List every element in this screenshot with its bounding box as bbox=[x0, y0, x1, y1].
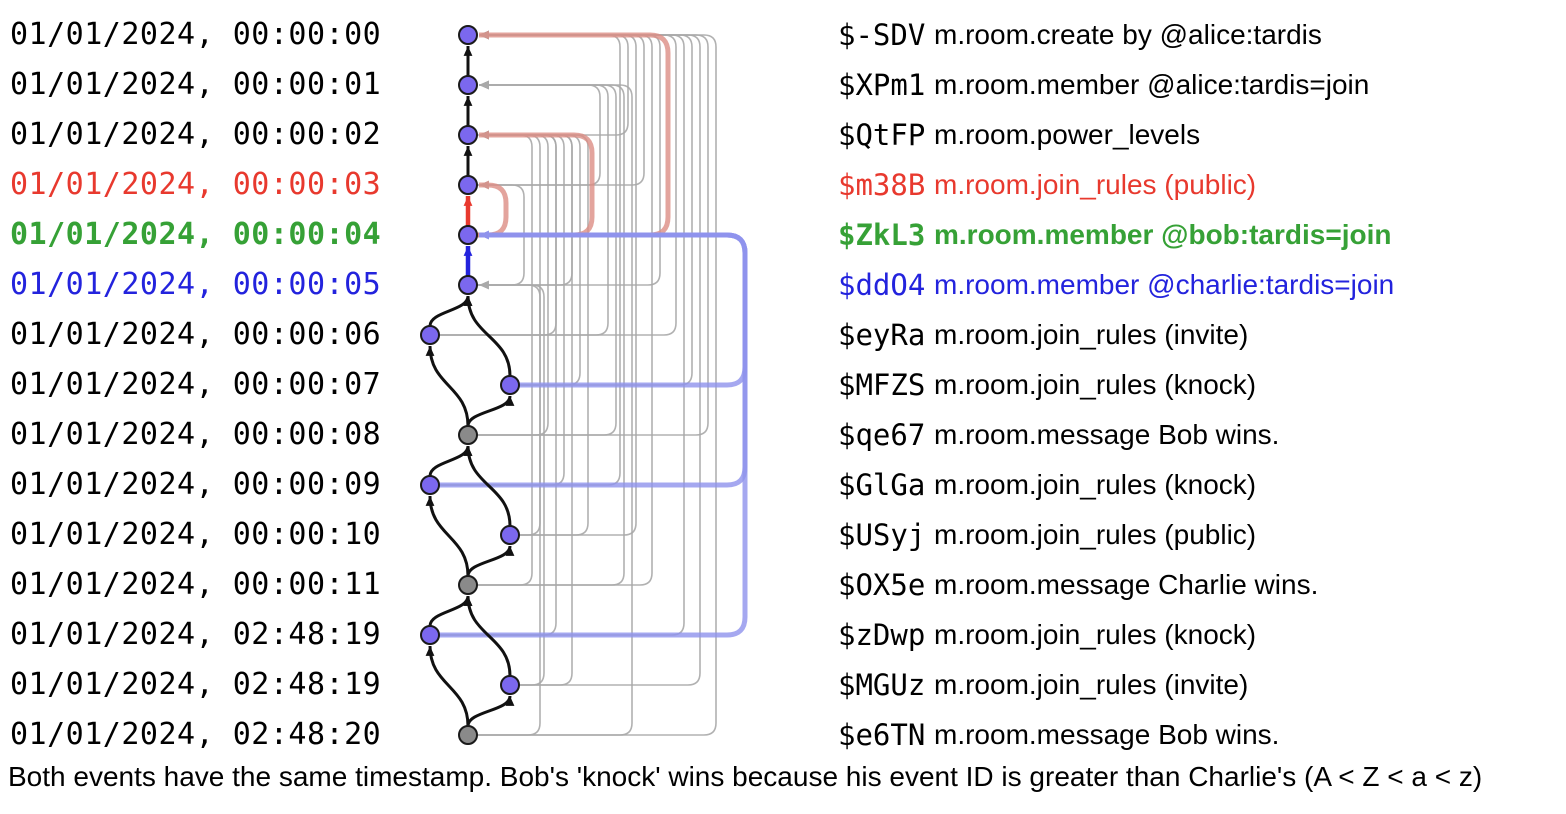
event-row[interactable]: 01/01/2024, 00:00:05 $ddO4 m.room.member @… bbox=[0, 260, 1566, 310]
event-description: m.room.join_rules (invite) bbox=[934, 669, 1249, 700]
event-node[interactable] bbox=[420, 625, 440, 645]
event-node[interactable] bbox=[420, 325, 440, 345]
event-timestamp: 01/01/2024, 00:00:02 bbox=[10, 117, 382, 152]
event-id: $ddO4 bbox=[838, 268, 926, 302]
event-row[interactable]: 01/01/2024, 00:00:01 $XPm1 m.room.member @… bbox=[0, 60, 1566, 110]
event-description: m.room.create by @alice:tardis bbox=[934, 19, 1322, 50]
event-row[interactable]: 01/01/2024, 00:00:09 $GlGa m.room.join_rul… bbox=[0, 460, 1566, 510]
event-timestamp: 01/01/2024, 00:00:08 bbox=[10, 417, 382, 452]
event-node[interactable] bbox=[458, 575, 478, 595]
event-node[interactable] bbox=[458, 175, 478, 195]
event-description: m.room.member @charlie:tardis=join bbox=[934, 269, 1395, 300]
event-row[interactable]: 01/01/2024, 00:00:06 $eyRa m.room.join_rul… bbox=[0, 310, 1566, 360]
event-node[interactable] bbox=[458, 425, 478, 445]
event-description: m.room.join_rules (public) bbox=[934, 519, 1257, 550]
event-row[interactable]: 01/01/2024, 00:00:10 $USyj m.room.join_rul… bbox=[0, 510, 1566, 560]
event-timestamp: 01/01/2024, 00:00:03 bbox=[10, 167, 382, 202]
event-description: m.room.join_rules (knock) bbox=[934, 369, 1257, 400]
event-node[interactable] bbox=[500, 675, 520, 695]
event-description: m.room.message Bob wins. bbox=[934, 419, 1280, 450]
event-node[interactable] bbox=[458, 275, 478, 295]
event-timestamp: 01/01/2024, 00:00:06 bbox=[10, 317, 382, 352]
event-id: $OX5e bbox=[838, 568, 926, 602]
event-id: $QtFP bbox=[838, 118, 926, 152]
event-id: $-SDV bbox=[838, 18, 926, 52]
event-timestamp: 01/01/2024, 02:48:19 bbox=[10, 667, 382, 702]
event-id: $qe67 bbox=[838, 418, 926, 452]
event-row[interactable]: 01/01/2024, 00:00:02 $QtFP m.room.power_le… bbox=[0, 110, 1566, 160]
event-timestamp: 01/01/2024, 00:00:04 bbox=[10, 217, 382, 252]
event-description: m.room.member @bob:tardis=join bbox=[934, 219, 1392, 250]
event-description: m.room.join_rules (knock) bbox=[934, 619, 1257, 650]
event-row[interactable]: 01/01/2024, 02:48:19 $MGUz m.room.join_rul… bbox=[0, 660, 1566, 710]
event-row[interactable]: 01/01/2024, 00:00:07 $MFZS m.room.join_rul… bbox=[0, 360, 1566, 410]
event-node[interactable] bbox=[458, 25, 478, 45]
event-id: $MGUz bbox=[838, 668, 926, 702]
event-row[interactable]: 01/01/2024, 00:00:00 $-SDV m.room.create b… bbox=[0, 10, 1566, 60]
event-list: 01/01/2024, 00:00:00 $-SDV m.room.create b… bbox=[0, 10, 1566, 760]
event-timestamp: 01/01/2024, 02:48:20 bbox=[10, 717, 382, 752]
event-node[interactable] bbox=[458, 75, 478, 95]
event-timestamp: 01/01/2024, 00:00:00 bbox=[10, 17, 382, 52]
event-description: m.room.member @alice:tardis=join bbox=[934, 69, 1370, 100]
event-id: $MFZS bbox=[838, 368, 926, 402]
event-id: $USyj bbox=[838, 518, 926, 552]
event-description: m.room.message Bob wins. bbox=[934, 719, 1280, 750]
event-id: $GlGa bbox=[838, 468, 926, 502]
event-timestamp: 01/01/2024, 00:00:07 bbox=[10, 367, 382, 402]
event-timestamp: 01/01/2024, 00:00:05 bbox=[10, 267, 382, 302]
event-node[interactable] bbox=[458, 725, 478, 745]
event-id: $eyRa bbox=[838, 318, 926, 352]
footnote: Both events have the same timestamp. Bob… bbox=[8, 761, 1483, 792]
event-id: $zDwp bbox=[838, 618, 926, 652]
event-node[interactable] bbox=[500, 375, 520, 395]
event-description: m.room.join_rules (knock) bbox=[934, 469, 1257, 500]
event-id: $ZkL3 bbox=[838, 218, 926, 252]
event-description: m.room.join_rules (public) bbox=[934, 169, 1257, 200]
event-description: m.room.join_rules (invite) bbox=[934, 319, 1249, 350]
event-row[interactable]: 01/01/2024, 02:48:19 $zDwp m.room.join_rul… bbox=[0, 610, 1566, 660]
event-row[interactable]: 01/01/2024, 00:00:04 $ZkL3 m.room.member @… bbox=[0, 210, 1566, 260]
event-timestamp: 01/01/2024, 00:00:09 bbox=[10, 467, 382, 502]
event-id: $e6TN bbox=[838, 718, 926, 752]
event-id: $XPm1 bbox=[838, 68, 926, 102]
event-node[interactable] bbox=[500, 525, 520, 545]
event-timestamp: 01/01/2024, 00:00:11 bbox=[10, 567, 382, 602]
event-row[interactable]: 01/01/2024, 02:48:20 $e6TN m.room.message … bbox=[0, 710, 1566, 760]
event-row[interactable]: 01/01/2024, 00:00:08 $qe67 m.room.message … bbox=[0, 410, 1566, 460]
event-timestamp: 01/01/2024, 00:00:10 bbox=[10, 517, 382, 552]
event-row[interactable]: 01/01/2024, 00:00:03 $m38B m.room.join_rul… bbox=[0, 160, 1566, 210]
event-id: $m38B bbox=[838, 168, 926, 202]
event-node[interactable] bbox=[458, 125, 478, 145]
event-timestamp: 01/01/2024, 00:00:01 bbox=[10, 67, 382, 102]
event-description: m.room.message Charlie wins. bbox=[934, 569, 1319, 600]
event-node[interactable] bbox=[420, 475, 440, 495]
event-row[interactable]: 01/01/2024, 00:00:11 $OX5e m.room.message … bbox=[0, 560, 1566, 610]
event-description: m.room.power_levels bbox=[934, 119, 1201, 150]
event-timestamp: 01/01/2024, 02:48:19 bbox=[10, 617, 382, 652]
event-node[interactable] bbox=[458, 225, 478, 245]
